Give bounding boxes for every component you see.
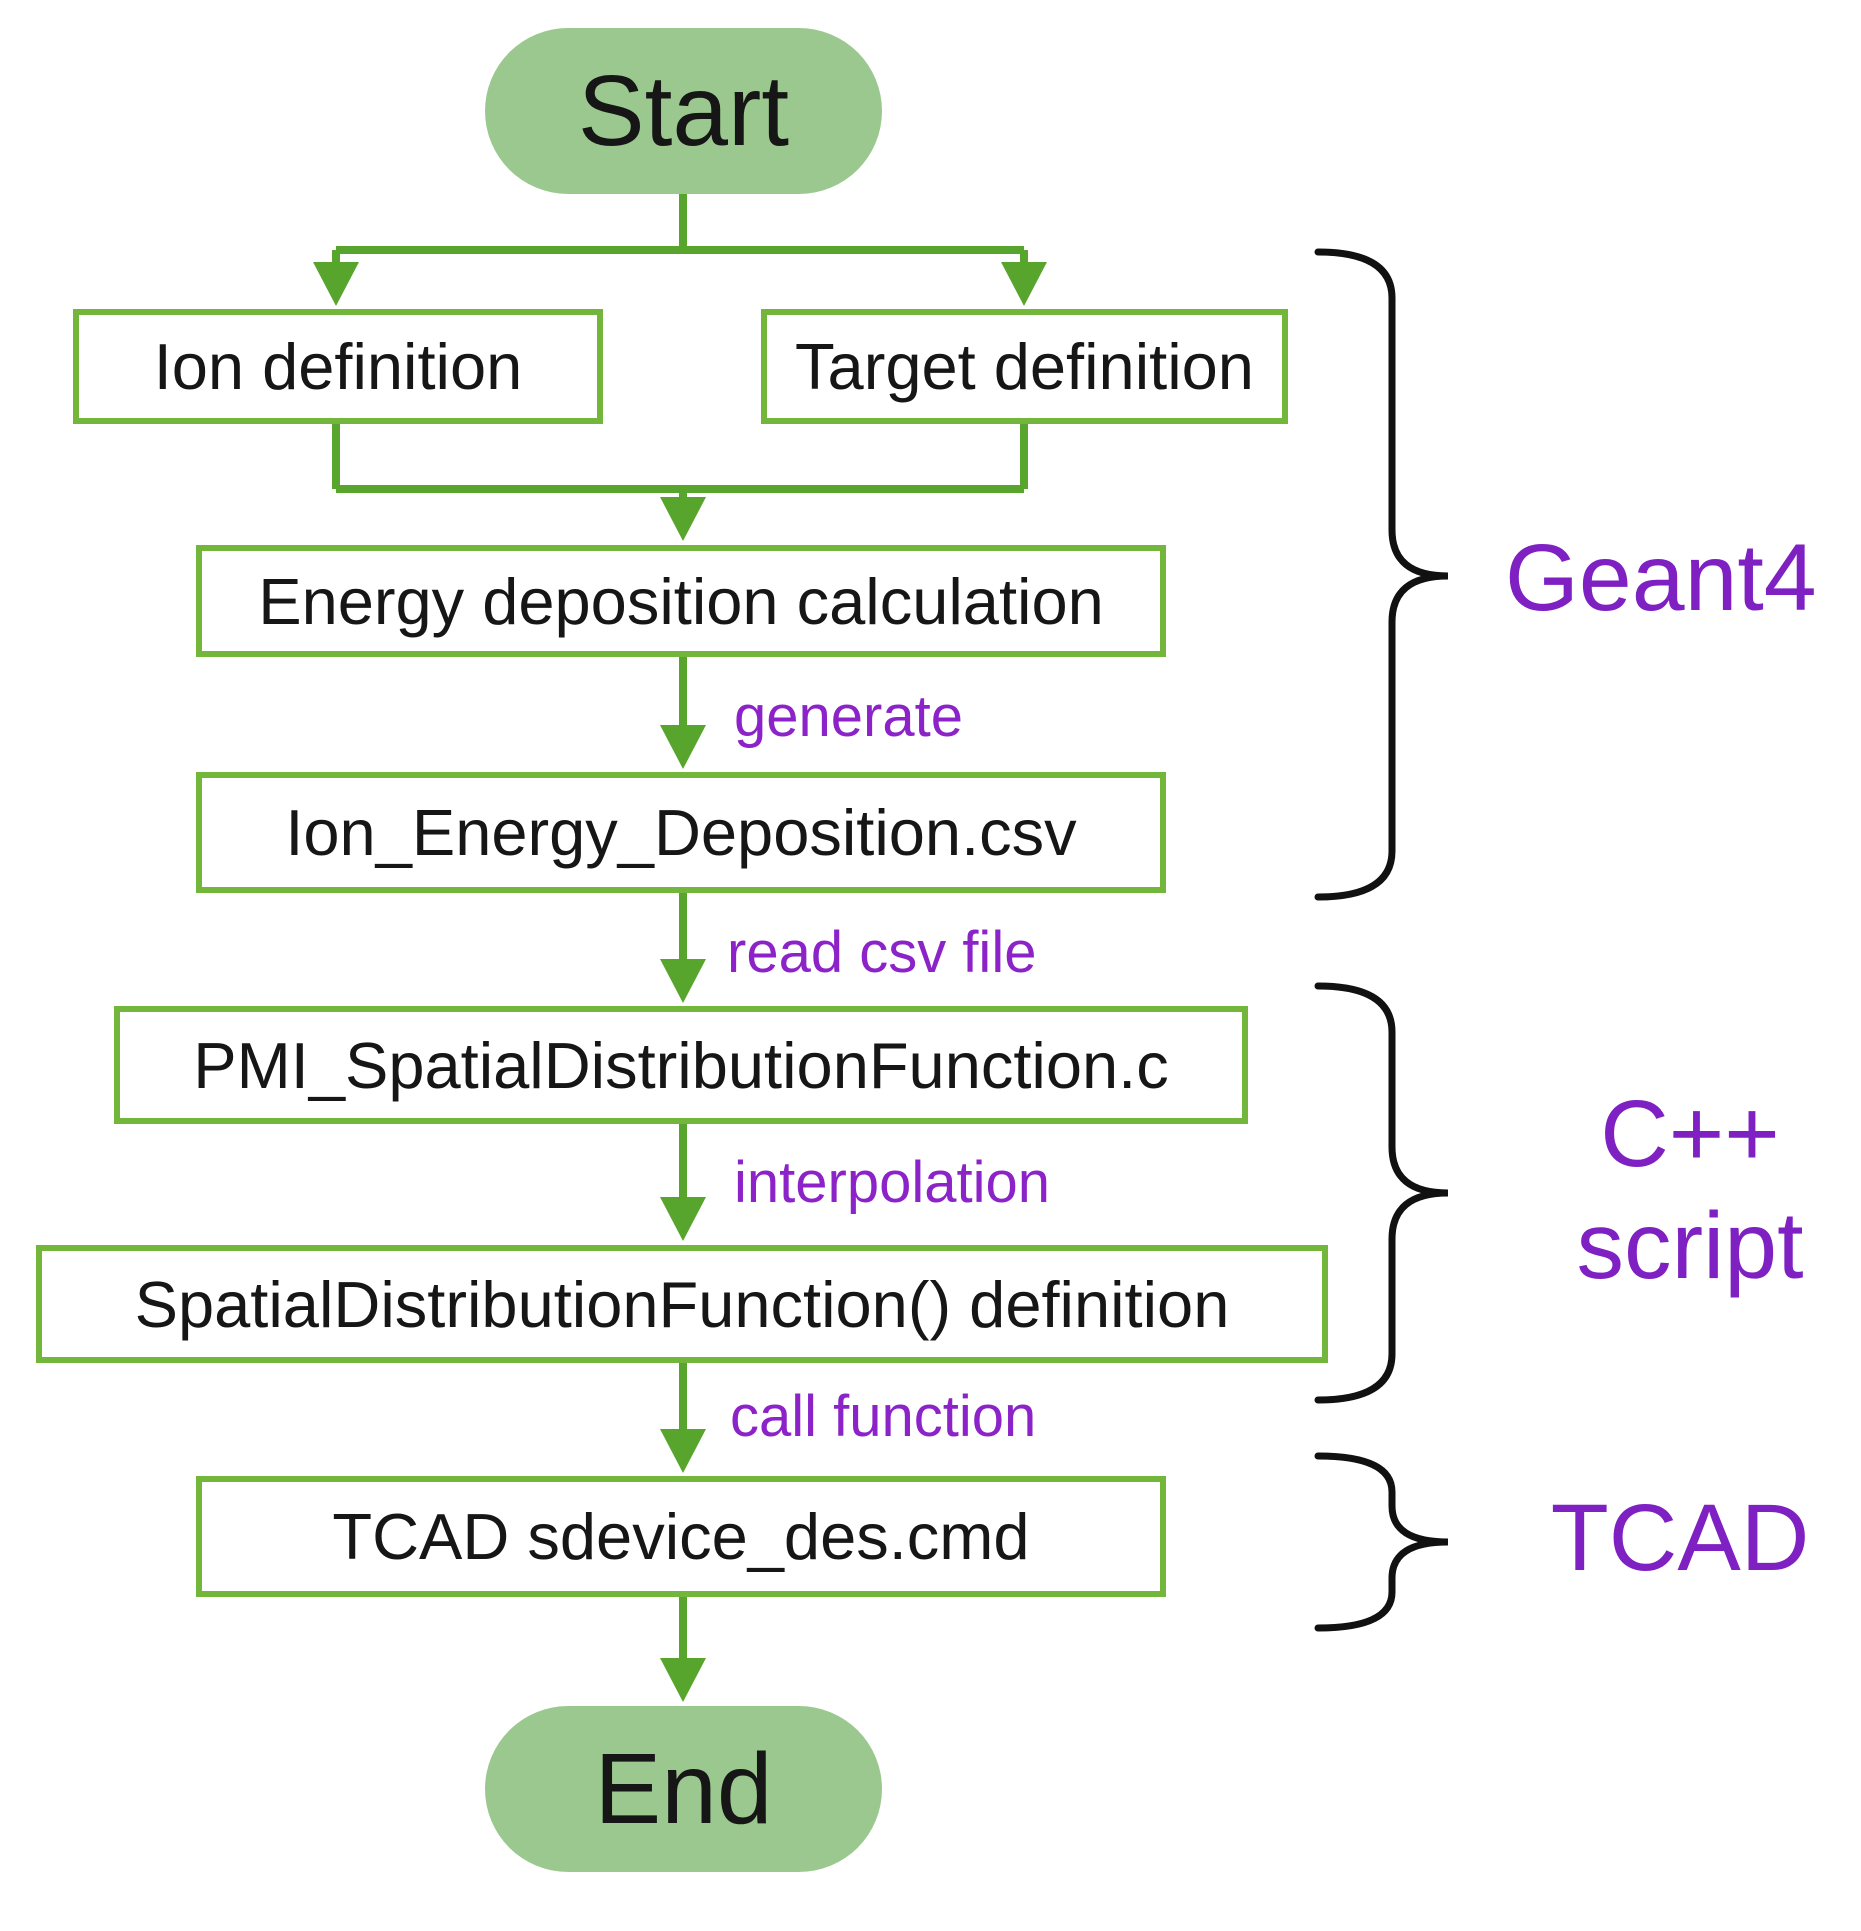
brace-tcad xyxy=(1314,1452,1449,1632)
group-label-cpp-script: C++ script xyxy=(1545,1078,1835,1302)
group-label-geant4: Geant4 xyxy=(1505,525,1817,631)
pmi-function-box: PMI_SpatialDistributionFunction.c xyxy=(114,1006,1248,1124)
start-terminal: Start xyxy=(485,28,882,194)
edge-label-call-function: call function xyxy=(730,1384,1037,1449)
edge-label-interpolation: interpolation xyxy=(734,1150,1050,1215)
group-label-cpp-line1: C++ xyxy=(1600,1081,1780,1187)
group-label-tcad: TCAD xyxy=(1550,1485,1810,1591)
group-label-cpp-line2: script xyxy=(1576,1193,1804,1299)
edge-label-read-csv: read csv file xyxy=(727,920,1037,985)
end-terminal: End xyxy=(485,1706,882,1872)
csv-file-box: Ion_Energy_Deposition.csv xyxy=(196,772,1166,893)
arrowhead-energy xyxy=(660,497,706,541)
arrowhead-tcad xyxy=(660,1429,706,1473)
split-connector xyxy=(332,194,1028,264)
ion-definition-box: Ion definition xyxy=(73,309,603,424)
merge-connector xyxy=(332,424,1028,502)
energy-deposition-box: Energy deposition calculation xyxy=(196,545,1166,657)
arrowhead-csv xyxy=(660,725,706,769)
brace-cpp-script xyxy=(1314,982,1449,1404)
target-definition-box: Target definition xyxy=(761,309,1288,424)
brace-geant4 xyxy=(1314,248,1449,901)
arrowhead-pmi xyxy=(660,959,706,1003)
tcad-cmd-box: TCAD sdevice_des.cmd xyxy=(196,1476,1166,1597)
arrowhead-target xyxy=(1001,262,1047,306)
arrowhead-end xyxy=(660,1658,706,1702)
arrowhead-sdf xyxy=(660,1197,706,1241)
edge-label-generate: generate xyxy=(734,684,963,749)
sdf-definition-box: SpatialDistributionFunction() definition xyxy=(36,1245,1328,1363)
arrowhead-ion xyxy=(313,262,359,306)
